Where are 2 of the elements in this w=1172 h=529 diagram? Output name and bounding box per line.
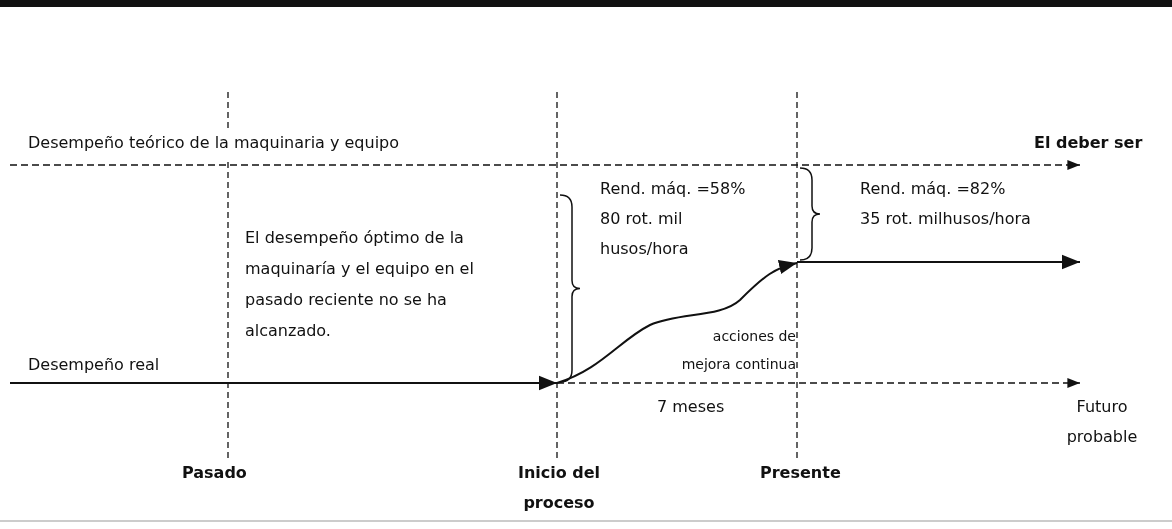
annotation: acciones de mejora continua <box>680 327 797 374</box>
note: El desempeño óptimo de la maquinaría y el equipo en el pasado reciente no se ha alcanzado. <box>244 227 475 342</box>
